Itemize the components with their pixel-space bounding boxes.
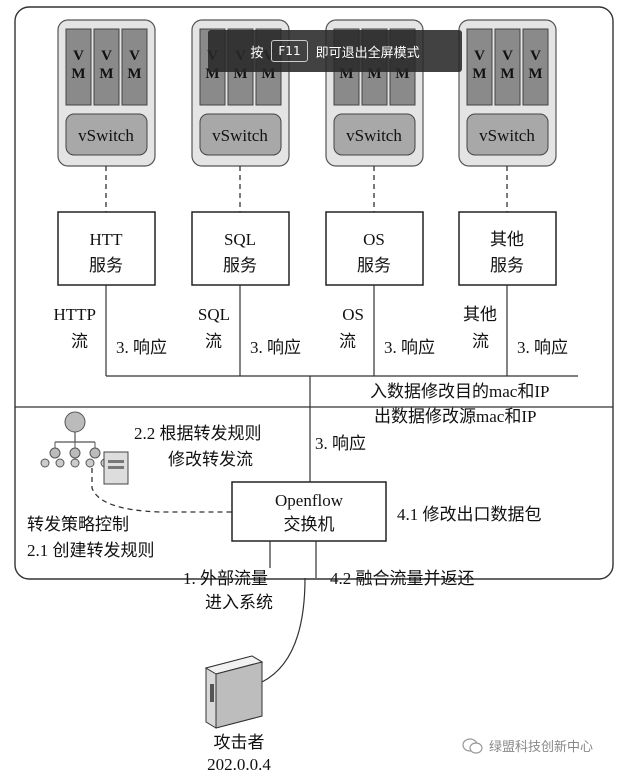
vswitch-block [199, 113, 282, 156]
flow-label: HTTP [54, 305, 97, 324]
service-box [458, 211, 557, 286]
service-box [191, 211, 290, 286]
service-name: SQL [224, 230, 256, 249]
vswitch-label: vSwitch [479, 126, 535, 145]
attacker-computer-icon [204, 655, 264, 729]
vm-label-v: V [101, 48, 112, 64]
service-box [57, 211, 156, 286]
f11-key: F11 [271, 40, 308, 62]
hint-prefix: 按 [250, 45, 264, 61]
external-flow-line1: 1. 外部流量 [183, 569, 268, 588]
service-2: SQL 服务 SQL 流 3. 响应 [191, 211, 301, 376]
service-name: HTT [89, 230, 123, 249]
service-suffix: 服务 [223, 256, 257, 275]
rule-modify-line1: 2.2 根据转发规则 [134, 424, 262, 443]
attacker-ip: 202.0.0.4 [207, 755, 271, 773]
response-label: 3. 响应 [517, 338, 568, 357]
inbound-note: 入数据修改目的mac和IP [370, 382, 549, 401]
vm-block [93, 28, 120, 106]
outbound-note: 出数据修改源mac和IP [374, 407, 536, 426]
service-suffix: 服务 [490, 256, 524, 275]
wechat-icon [462, 737, 483, 754]
response-label: 3. 响应 [116, 338, 167, 357]
vm-block [121, 28, 148, 106]
flow-label: 其他 [463, 305, 497, 324]
system-boundary [14, 6, 614, 580]
vswitch-block [333, 113, 416, 156]
vm-block [466, 28, 493, 106]
vm-block [65, 28, 92, 106]
external-flow-line2: 进入系统 [205, 593, 273, 612]
service-suffix: 服务 [89, 256, 123, 275]
service-box [325, 211, 424, 286]
fullscreen-hint: 按 F11 即可退出全屏模式 [208, 30, 462, 72]
openflow-line1: Openflow [275, 491, 344, 510]
policy-control-label: 转发策略控制 [27, 515, 129, 534]
openflow-line2: 交换机 [284, 515, 335, 534]
vm-label-m: M [71, 66, 85, 82]
vm-label-m: M [500, 66, 514, 82]
create-rule-label: 2.1 创建转发规则 [27, 541, 155, 560]
vm-label-v: V [502, 48, 513, 64]
vswitch-block [65, 113, 148, 156]
openflow-switch [231, 481, 387, 542]
flow-label: OS [342, 305, 364, 324]
flow-label: SQL [198, 305, 230, 324]
service-group: HTT 服务 HTTP 流 3. 响应 SQL 服务 SQL 流 3. 响应 OS 服务 OS 流 3. 响… [54, 211, 568, 376]
vswitch-label: vSwitch [346, 126, 402, 145]
controller-server-icon [103, 451, 129, 485]
service-suffix: 服务 [357, 256, 391, 275]
vswitch-label: vSwitch [78, 126, 134, 145]
control-dashed-path [91, 468, 232, 513]
service-3: OS 服务 OS 流 3. 响应 [325, 211, 435, 376]
hint-suffix: 即可退出全屏模式 [315, 45, 420, 61]
vswitch-block [466, 113, 549, 156]
modify-packet-label: 4.1 修改出口数据包 [397, 505, 542, 524]
trunk-response: 3. 响应 [315, 434, 366, 453]
vm-label-v: V [474, 48, 485, 64]
service-name: 其他 [490, 230, 524, 249]
attacker-label: 攻击者 [214, 733, 265, 752]
flow-suffix: 流 [339, 332, 356, 351]
vm-label-v: V [129, 48, 140, 64]
vm-label-m: M [99, 66, 113, 82]
vm-label-m: M [127, 66, 141, 82]
flow-suffix: 流 [71, 332, 88, 351]
vm-label-v: V [73, 48, 84, 64]
service-name: OS [363, 230, 385, 249]
vm-block [522, 28, 549, 106]
merge-return-label: 4.2 融合流量并返还 [330, 569, 475, 588]
vswitch-label: vSwitch [212, 126, 268, 145]
controller-icon [40, 411, 110, 468]
vm-label-m: M [528, 66, 542, 82]
watermark-text: 绿盟科技创新中心 [489, 740, 594, 755]
response-label: 3. 响应 [250, 338, 301, 357]
service-1: HTT 服务 HTTP 流 3. 响应 [54, 211, 167, 376]
vm-label-m: M [472, 66, 486, 82]
vm-block [494, 28, 521, 106]
return-line [261, 541, 317, 683]
flow-suffix: 流 [472, 332, 489, 351]
rule-modify-line2: 修改转发流 [168, 450, 253, 469]
response-label: 3. 响应 [384, 338, 435, 357]
watermark: 绿盟科技创新中心 [462, 736, 593, 755]
flow-suffix: 流 [205, 332, 222, 351]
vm-label-v: V [530, 48, 541, 64]
